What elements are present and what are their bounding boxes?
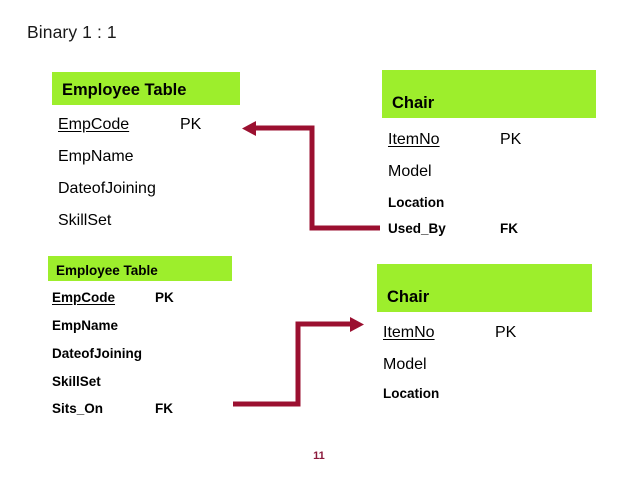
field-name: EmpName <box>58 148 134 165</box>
page-title: Binary 1 : 1 <box>27 22 117 42</box>
field-name: ItemNo <box>388 131 440 148</box>
field-name: Used_By <box>388 221 446 236</box>
entity-header-employee-bottom: Employee Table <box>48 256 232 281</box>
field-name: SkillSet <box>52 374 101 389</box>
entity-title-label: Employee Table <box>62 81 187 99</box>
connector-arrow-employee-to-chair <box>233 317 364 407</box>
field-name: Sits_On <box>52 401 104 416</box>
field-key: PK <box>500 131 522 148</box>
field-name: EmpCode <box>52 290 116 305</box>
connector-arrow-chair-to-employee <box>242 121 380 231</box>
field-name: EmpCode <box>58 116 130 133</box>
entity-header-employee-top: Employee Table <box>52 72 240 105</box>
field-name: SkillSet <box>58 212 112 229</box>
entity-title-label: Chair <box>392 94 435 112</box>
field-key: FK <box>500 221 518 236</box>
field-name: ItemNo <box>383 324 435 341</box>
field-name: Model <box>388 163 432 180</box>
field-name: DateofJoining <box>58 180 156 197</box>
field-key: PK <box>155 290 174 305</box>
field-name: Location <box>383 386 440 401</box>
field-key: PK <box>180 116 202 133</box>
entity-header-chair-bottom: Chair <box>377 264 592 312</box>
entity-header-chair-top: Chair <box>382 70 596 118</box>
entity-title-label: Employee Table <box>56 263 158 278</box>
field-key: FK <box>155 401 173 416</box>
field-name: DateofJoining <box>52 346 142 361</box>
page-number: 11 <box>313 450 325 462</box>
field-name: EmpName <box>52 318 119 333</box>
field-key: PK <box>495 324 517 341</box>
field-name: Location <box>388 195 445 210</box>
entity-title-label: Chair <box>387 288 430 306</box>
field-name: Model <box>383 356 427 373</box>
